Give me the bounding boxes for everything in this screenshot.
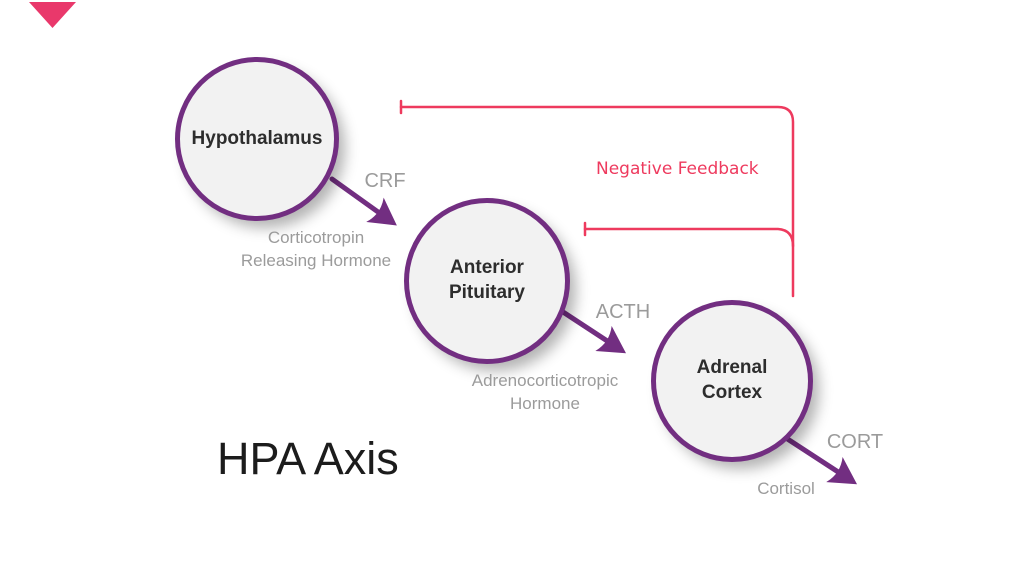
page-title: HPA Axis (217, 433, 399, 484)
cort-full-name: Cortisol (757, 479, 815, 498)
node-hypothalamus-label: Hypothalamus (191, 127, 323, 149)
negative-feedback-label: Negative Feedback (596, 159, 759, 179)
node-adrenal-cortex: Adrenal Cortex (651, 300, 813, 462)
corner-accent-triangle (29, 2, 76, 28)
crf-full-name: Corticotropin Releasing Hormone (240, 228, 392, 270)
acth-full-name: Adrenocorticotropic Hormone (471, 371, 619, 413)
node-adrenal-cortex-label: Adrenal Cortex (696, 357, 768, 403)
acth-label: ACTH (595, 301, 651, 323)
node-anterior-pituitary-label: Anterior Pituitary (448, 257, 526, 303)
crf-label: CRF (364, 170, 406, 192)
node-anterior-pituitary: Anterior Pituitary (404, 198, 570, 364)
feedback-line-pituitary (583, 227, 795, 248)
cort-label: CORT (826, 431, 884, 453)
node-hypothalamus: Hypothalamus (175, 57, 339, 221)
